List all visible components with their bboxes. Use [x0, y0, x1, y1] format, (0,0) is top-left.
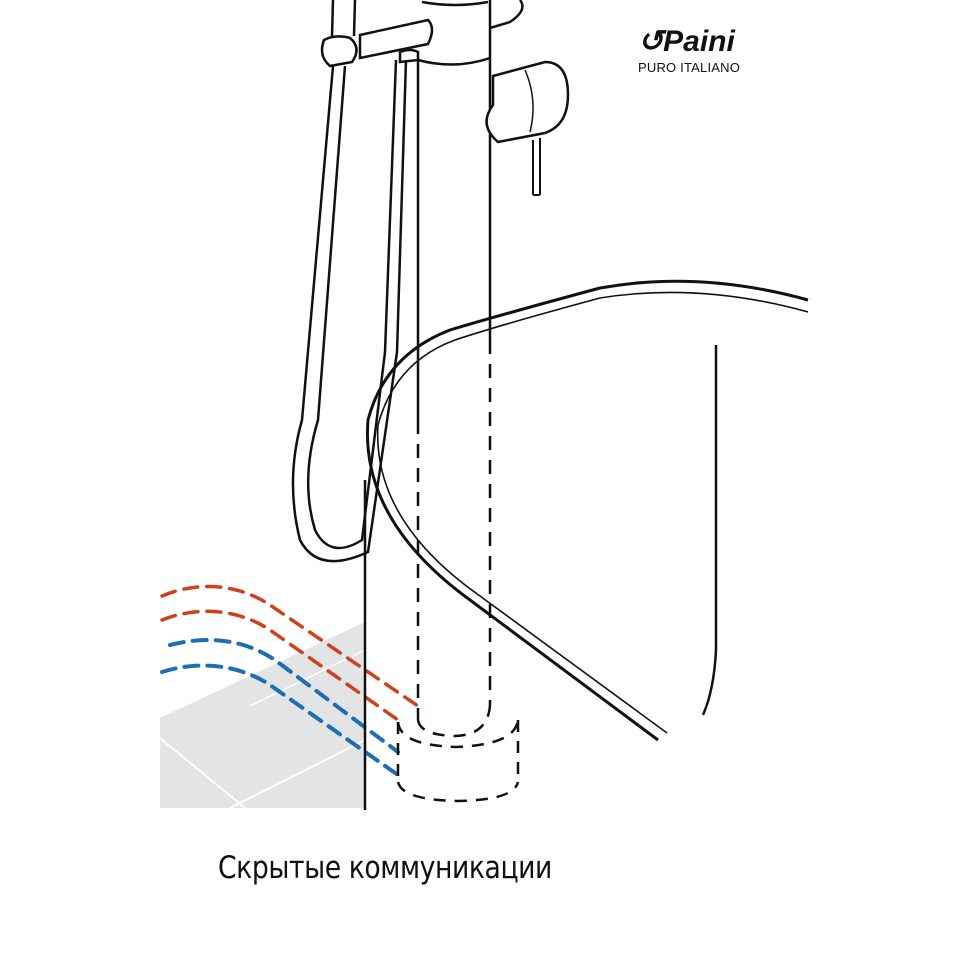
brand-tagline: PURO ITALIANO [638, 60, 741, 75]
floor-tiles [159, 622, 366, 809]
hot-water-pipes [160, 584, 420, 722]
mixer-body [417, 0, 570, 196]
brand-logo: ↺Paini [638, 26, 798, 58]
cold-water-pipes [160, 638, 400, 777]
brand-logo-block: ↺Paini PURO ITALIANO [638, 26, 798, 76]
caption-title: Скрытые коммуникации [218, 850, 552, 886]
brand-name: Paini [663, 25, 735, 58]
shower-holder [320, 0, 434, 68]
shower-hose [291, 59, 408, 563]
standpipe [363, 0, 520, 810]
bathtub [365, 279, 809, 742]
brand-logo-icon: ↺ [638, 25, 664, 58]
